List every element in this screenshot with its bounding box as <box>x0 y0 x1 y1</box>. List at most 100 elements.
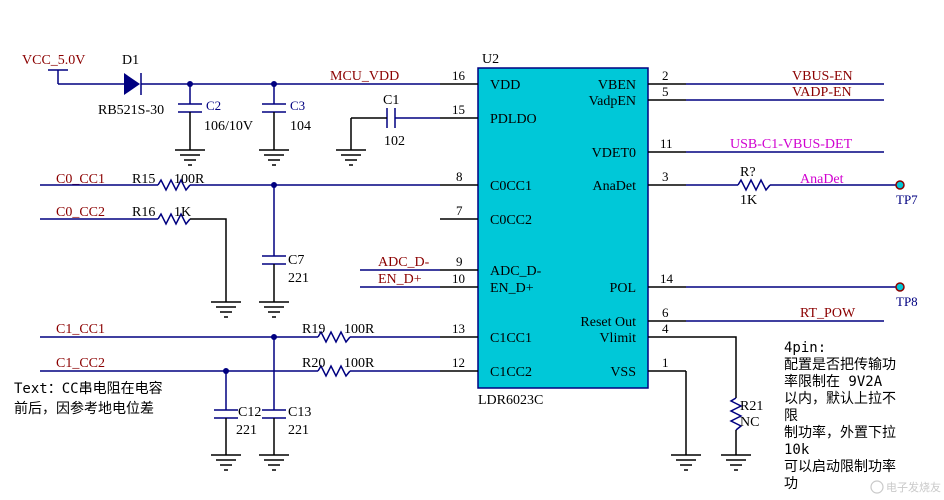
pin-num-7: 7 <box>456 203 463 218</box>
c12-ref: C12 <box>238 405 261 420</box>
pin-name-c1cc1: C1CC1 <box>490 331 532 346</box>
pin-name-pdldo: PDLDO <box>490 112 537 127</box>
c1-value: 102 <box>384 134 405 149</box>
r21-value: NC <box>740 415 759 430</box>
ground-symbol <box>211 454 241 471</box>
pin-num-9: 9 <box>456 254 463 269</box>
c13-value: 221 <box>288 423 309 438</box>
r19-value: 100R <box>344 322 375 337</box>
pin-name-vdet0: VDET0 <box>592 146 636 161</box>
pin-num-3: 3 <box>662 169 669 184</box>
watermark: 电子发烧友 <box>870 480 941 494</box>
pin-num-14: 14 <box>660 271 674 286</box>
c3-value: 104 <box>290 119 311 134</box>
wire-vlimit <box>686 336 737 398</box>
pin-name-vadpen: VadpEN <box>589 94 636 109</box>
ground-symbol <box>721 454 751 471</box>
net-anadet: AnaDet <box>800 172 844 187</box>
r20-ref: R20 <box>302 356 325 371</box>
ic-u2-body <box>477 67 649 389</box>
pin-name-anadet: AnaDet <box>592 179 636 194</box>
c7-value: 221 <box>288 271 309 286</box>
c1-ref: C1 <box>383 93 399 108</box>
pin-name-c1cc2: C1CC2 <box>490 365 532 380</box>
ground-symbol <box>259 149 289 166</box>
c7-ref: C7 <box>288 253 304 268</box>
note-right-line-2: 配置是否把传输功 <box>784 357 896 373</box>
ic-left-pins <box>440 83 478 372</box>
pin-num-5: 5 <box>662 84 669 99</box>
d1-ref: D1 <box>122 53 139 68</box>
r20-value: 100R <box>344 356 375 371</box>
note-right-line-9: 功 <box>784 476 798 492</box>
rq-value: 1K <box>740 193 757 208</box>
net-vcc: VCC_5.0V <box>22 53 85 68</box>
net-vbus-en: VBUS-EN <box>792 69 853 84</box>
c2-value: 106/10V <box>204 119 253 134</box>
note-left-line-2: 前后，因参考地电位差 <box>14 400 154 417</box>
pin-num-13: 13 <box>452 321 465 336</box>
ground-symbol <box>259 454 289 471</box>
rq-ref: R? <box>740 165 756 180</box>
pin-name-en-d: EN_D+ <box>490 281 534 296</box>
ground-symbol <box>336 149 366 166</box>
net-c1-cc2: C1_CC2 <box>56 356 105 371</box>
resistor-r21 <box>729 397 743 431</box>
c12-value: 221 <box>236 423 257 438</box>
note-right-line-3: 率限制在 9V2A <box>784 373 883 390</box>
pin-num-15: 15 <box>452 102 465 117</box>
pin-num-1: 1 <box>662 355 669 370</box>
pin-num-12: 12 <box>452 355 465 370</box>
test-point-tp7 <box>895 180 905 190</box>
d1-value: RB521S-30 <box>98 103 164 118</box>
net-adc-d: ADC_D- <box>378 255 430 270</box>
resistor-r15 <box>157 178 191 192</box>
watermark-text: 电子发烧友 <box>886 480 941 494</box>
tp8-label: TP8 <box>896 294 918 309</box>
note-right-line-5: 限 <box>784 408 798 424</box>
r19-ref: R19 <box>302 322 325 337</box>
resistor-r19 <box>317 330 351 344</box>
r15-value: 100R <box>174 172 205 187</box>
pin-num-11: 11 <box>660 136 673 151</box>
pin-num-2: 2 <box>662 68 669 83</box>
c3-ref: C3 <box>290 98 305 113</box>
pin-name-adc-d: ADC_D- <box>490 264 542 279</box>
note-right-line-1: 4pin: <box>784 340 826 356</box>
ic-right-pins <box>648 83 686 372</box>
r15-ref: R15 <box>132 172 155 187</box>
resistor-r16 <box>157 212 191 226</box>
pin-num-6: 6 <box>662 305 669 320</box>
note-right-line-6: 制功率，外置下拉 <box>784 424 896 441</box>
ground-symbol <box>671 454 701 471</box>
pin-name-c0cc2: C0CC2 <box>490 213 532 228</box>
net-vadp-en: VADP-EN <box>792 85 852 100</box>
c2-ref: C2 <box>206 98 221 113</box>
r16-ref: R16 <box>132 205 155 220</box>
tp7-label: TP7 <box>896 192 918 207</box>
pin-name-vss: VSS <box>610 365 636 380</box>
pin-num-10: 10 <box>452 271 465 286</box>
resistor-r20 <box>317 364 351 378</box>
net-rt-pow: RT_POW <box>800 306 856 321</box>
pin-num-4: 4 <box>662 321 669 336</box>
note-right-line-4: 以内，默认上拉不 <box>784 391 896 407</box>
note-right-line-8: 可以启动限制功率 <box>784 458 896 475</box>
watermark-logo-icon <box>870 480 884 494</box>
ic-ref: U2 <box>482 52 499 67</box>
net-mcu-vdd: MCU_VDD <box>330 69 399 84</box>
ground-symbol <box>259 301 289 318</box>
pin-num-16: 16 <box>452 68 466 83</box>
ground-symbol <box>175 149 205 166</box>
net-c0-cc1: C0_CC1 <box>56 172 105 187</box>
pin-name-vdd: VDD <box>490 78 520 93</box>
net-usb-vbus-det: USB-C1-VBUS-DET <box>730 137 853 152</box>
resistor-rq <box>737 178 771 192</box>
pin-num-8: 8 <box>456 169 463 184</box>
net-c0-cc2: C0_CC2 <box>56 205 105 220</box>
note-right-line-7: 10k <box>784 442 810 458</box>
test-point-tp8 <box>895 282 905 292</box>
pin-name-vben: VBEN <box>598 78 636 93</box>
ic-part: LDR6023C <box>478 393 543 408</box>
